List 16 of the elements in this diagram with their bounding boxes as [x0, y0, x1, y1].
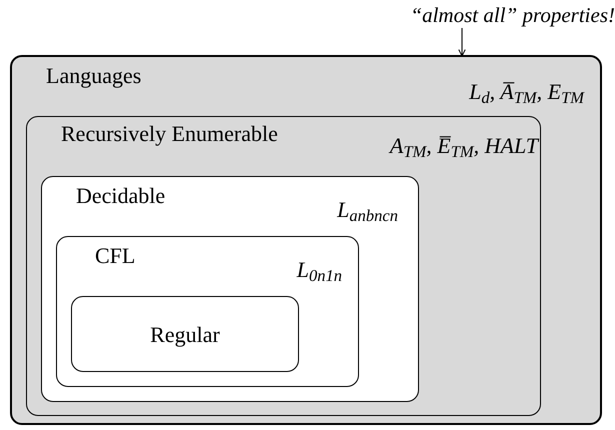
re-box [26, 116, 541, 416]
set-label: CFL [95, 242, 136, 270]
language-examples: A$_{TM}$, E̅$_{TM}$, HALT [390, 132, 538, 162]
languages-box [10, 55, 602, 425]
arrow [458, 28, 466, 56]
set-label: Recursively Enumerable [61, 120, 278, 148]
set-label: Regular [149, 320, 221, 349]
decidable-box [41, 176, 419, 402]
language-examples: L$_{0n1n}$ [296, 256, 342, 286]
language-examples: L$_{d}$, A̅$_{TM}$, E$_{TM}$ [469, 78, 584, 108]
set-label: Languages [46, 62, 142, 90]
note-text: “almost all” properties! [330, 2, 615, 30]
set-label: Decidable [76, 182, 166, 210]
cfl-box [56, 236, 359, 387]
regular-box [71, 296, 299, 372]
language-examples: L$_{anbncn}$ [337, 196, 398, 226]
